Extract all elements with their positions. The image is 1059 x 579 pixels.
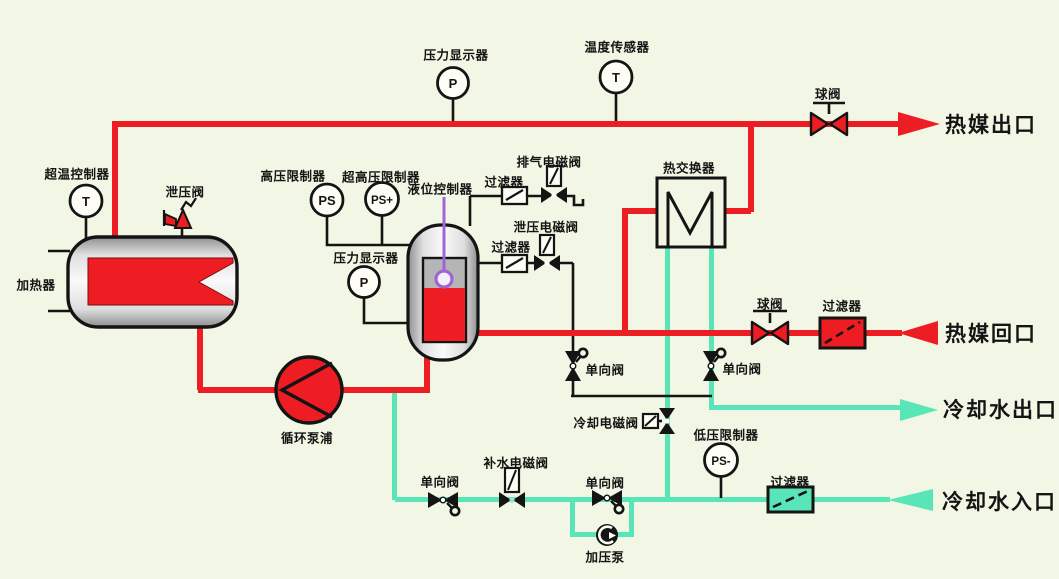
pipe-relief-row bbox=[478, 261, 575, 397]
filter-relief-icon bbox=[500, 253, 529, 274]
label-heater: 加热器 bbox=[16, 278, 56, 293]
heater-vessel bbox=[66, 235, 239, 329]
svg-text:PS+: PS+ bbox=[371, 195, 393, 207]
cooling-water-outlet-arrow bbox=[900, 399, 938, 421]
pipe-heater-riser bbox=[112, 121, 118, 240]
pipe-hx-left-leg bbox=[665, 245, 670, 500]
tank-liquid bbox=[424, 288, 465, 341]
check-valve-makeup1-icon bbox=[428, 492, 461, 517]
heat-exchanger-box bbox=[655, 176, 727, 249]
filter-exhaust-icon bbox=[500, 185, 529, 206]
label-pressure-display-side: 压力显示器 bbox=[333, 251, 399, 266]
label-cooling-water-inlet: 冷却水入口 bbox=[942, 491, 1057, 514]
svg-text:PS: PS bbox=[318, 193, 336, 208]
svg-text:P: P bbox=[360, 275, 369, 290]
heater-terminals bbox=[48, 249, 70, 313]
overtemp-gauge: T bbox=[68, 183, 104, 219]
level-float bbox=[434, 269, 454, 289]
label-filter-relief: 过滤器 bbox=[491, 240, 531, 255]
pipe-cooling-outlet bbox=[711, 405, 902, 410]
heater-element bbox=[87, 257, 234, 306]
high-pressure-gauge: PS bbox=[309, 182, 345, 218]
label-filter-inlet: 过滤器 bbox=[770, 475, 810, 490]
pipe-heater-drop bbox=[197, 325, 203, 390]
pipe-hot-return bbox=[478, 330, 902, 336]
pipe-bypass-down bbox=[570, 497, 575, 535]
svg-text:T: T bbox=[612, 70, 620, 85]
label-cooling-solenoid: 冷却电磁阀 bbox=[573, 416, 639, 431]
pipe-hx-right-leg bbox=[709, 245, 714, 410]
ball-valve-mid-icon bbox=[750, 320, 790, 346]
makeup-solenoid-icon bbox=[499, 466, 525, 508]
label-exhaust-solenoid: 排气电磁阀 bbox=[516, 155, 582, 170]
label-hot-medium-outlet: 热媒出口 bbox=[945, 114, 1037, 137]
label-booster-pump: 加压泵 bbox=[585, 550, 625, 565]
label-relief-valve: 泄压阀 bbox=[165, 185, 205, 200]
ball-valve-top-icon bbox=[809, 111, 849, 137]
pipe-exhaust-row bbox=[468, 194, 585, 226]
wire-pressure-side-stem bbox=[362, 297, 410, 325]
label-cooling-water-outlet: 冷却水出口 bbox=[943, 399, 1058, 422]
ball-valve-top-handle bbox=[813, 101, 845, 114]
instrument-gauges: T P T PS PS+ P PS- bbox=[68, 59, 739, 478]
exhaust-solenoid-icon bbox=[541, 164, 567, 203]
label-makeup-solenoid: 补水电磁阀 bbox=[483, 456, 549, 471]
pipe-makeup-riser bbox=[392, 390, 397, 500]
hot-medium-outlet-arrow bbox=[898, 112, 940, 136]
filter-return-icon bbox=[818, 316, 867, 350]
pressure-top-gauge: P bbox=[436, 66, 470, 100]
svg-text:PS-: PS- bbox=[711, 456, 730, 468]
label-temperature-sensor: 温度传感器 bbox=[584, 40, 650, 55]
pipe-cooling-inlet bbox=[395, 497, 890, 502]
filter-inlet-icon bbox=[766, 485, 815, 514]
label-low-pressure-limiter: 低压限制器 bbox=[693, 428, 759, 443]
pipe-hot-outlet-top bbox=[112, 121, 902, 127]
pipe-hx-left-down bbox=[622, 208, 628, 336]
relief-solenoid-icon bbox=[534, 233, 560, 271]
pressure-side-gauge: P bbox=[347, 265, 381, 299]
temperature-sensor-gauge: T bbox=[598, 59, 634, 95]
label-ball-valve-mid: 球阀 bbox=[756, 297, 784, 312]
wire-ps-stem bbox=[325, 215, 410, 247]
label-check-valve-relief: 单向阀 bbox=[585, 363, 625, 378]
check-valve-cooling-icon bbox=[703, 347, 727, 381]
cooling-water-inlet-arrow bbox=[888, 489, 933, 511]
relief-valve-icon bbox=[162, 197, 197, 229]
ball-valve-mid-handle bbox=[753, 309, 787, 323]
circulation-pump-icon bbox=[274, 355, 344, 425]
label-relief-solenoid: 泄压电磁阀 bbox=[513, 220, 579, 235]
svg-text:T: T bbox=[82, 194, 90, 209]
label-ultra-high-pressure-limiter: 超高压限制器 bbox=[341, 170, 421, 185]
check-valve-relief-icon bbox=[565, 347, 589, 381]
pipe-bypass-up bbox=[629, 497, 634, 535]
booster-pump-icon bbox=[596, 524, 618, 546]
label-ball-valve-top: 球阀 bbox=[814, 87, 842, 102]
label-filter-exhaust: 过滤器 bbox=[484, 175, 524, 190]
pipe-tank-drop bbox=[424, 355, 430, 390]
label-hot-medium-return: 热媒回口 bbox=[945, 323, 1037, 346]
label-overtemp-controller: 超温控制器 bbox=[44, 167, 110, 182]
label-check-valve-cooling: 单向阀 bbox=[722, 362, 762, 377]
cooling-solenoid-icon bbox=[641, 408, 675, 434]
label-circulation-pump: 循环泵浦 bbox=[280, 431, 334, 446]
hot-medium-return-arrow bbox=[898, 321, 938, 345]
ultra-high-pressure-gauge: PS+ bbox=[364, 181, 400, 217]
label-check-valve-makeup2: 单向阀 bbox=[585, 476, 625, 491]
pipe-hx-right-out bbox=[725, 208, 751, 214]
label-high-pressure-limiter: 高压限制器 bbox=[260, 169, 326, 184]
label-heat-exchanger: 热交换器 bbox=[662, 161, 716, 176]
expansion-tank bbox=[406, 197, 480, 362]
label-level-controller: 液位控制器 bbox=[407, 182, 473, 197]
svg-text:P: P bbox=[449, 76, 458, 91]
low-pressure-gauge: PS- bbox=[703, 442, 739, 478]
check-valve-makeup2-icon bbox=[592, 490, 625, 515]
label-pressure-display-top: 压力显示器 bbox=[423, 48, 489, 63]
label-filter-return: 过滤器 bbox=[822, 299, 862, 314]
pipe-hx-riser bbox=[748, 123, 754, 212]
black-lines bbox=[48, 93, 845, 498]
pipe-hx-left-in bbox=[625, 208, 659, 214]
label-check-valve-makeup1: 单向阀 bbox=[420, 475, 460, 490]
